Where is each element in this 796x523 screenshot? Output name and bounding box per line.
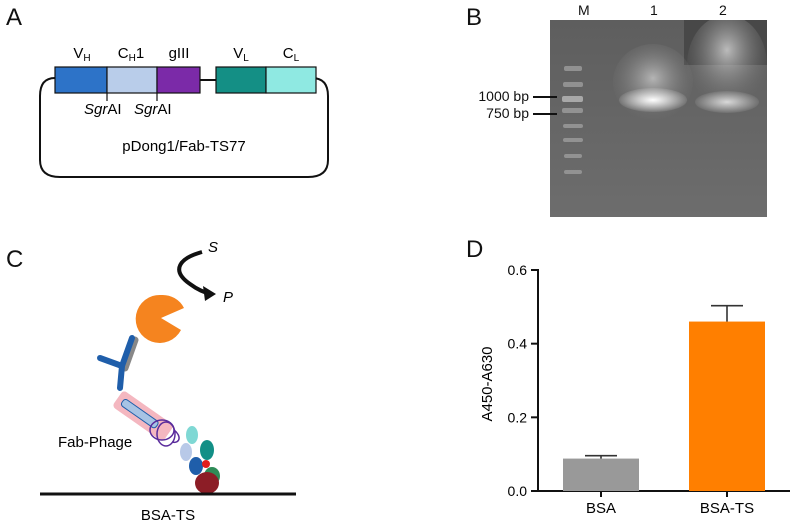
segment-vh-label: VH xyxy=(73,45,90,64)
enzyme-shape xyxy=(135,294,184,343)
bsa-ts-surface-label: BSA-TS xyxy=(141,507,195,523)
elisa-bar-chart: A450-A630 0.0 0.2 0.4 0.6 BSA BSA-TS xyxy=(479,262,790,517)
panel-c-letter: C xyxy=(6,246,24,273)
segment-cl-label: CL xyxy=(283,45,300,64)
bar-bsa-ts xyxy=(689,321,765,491)
assay-schematic: S P Fab-Phage BSA-TS xyxy=(40,239,296,523)
y-tick-label: 0.6 xyxy=(508,262,528,278)
substrate-label: S xyxy=(208,239,218,256)
y-tick-label: 0.4 xyxy=(508,336,528,352)
marker-750bp-label: 750 bp xyxy=(486,105,529,121)
segment-giii xyxy=(156,66,201,94)
marker-ticks xyxy=(533,96,557,115)
y-tick-label: 0.2 xyxy=(508,409,528,425)
plasmid-name: pDong1/Fab-TS77 xyxy=(122,138,245,155)
x-tick-label: BSA-TS xyxy=(700,500,754,517)
segment-ch1-label: CH1 xyxy=(118,45,144,64)
lane-label-1: 1 xyxy=(650,2,658,18)
y-axis-label: A450-A630 xyxy=(479,346,496,421)
gel-image xyxy=(550,20,767,217)
segment-vl xyxy=(215,66,267,94)
bar-bsa xyxy=(563,458,639,491)
lane-label-m: M xyxy=(578,2,590,18)
segment-vh xyxy=(54,66,108,94)
marker-1000bp-label: 1000 bp xyxy=(478,88,529,104)
segment-cl xyxy=(265,66,317,94)
panel-a-letter: A xyxy=(6,4,23,31)
segment-vl-label: VL xyxy=(233,45,249,64)
y-tick-label: 0.0 xyxy=(508,483,528,499)
panel-b-letter: B xyxy=(466,4,483,31)
sgrai-site-2-label: SgrAI xyxy=(134,101,172,118)
lane-label-2: 2 xyxy=(719,2,727,18)
plasmid-map: VH CH1 gIII VL CL SgrAI SgrAI pDong1/Fab… xyxy=(39,45,329,178)
sgrai-site-1-label: SgrAI xyxy=(84,101,122,118)
product-label: P xyxy=(223,289,233,306)
segment-giii-label: gIII xyxy=(169,45,190,62)
x-tick-label: BSA xyxy=(586,500,616,517)
segment-ch1 xyxy=(106,66,158,94)
panel-d-letter: D xyxy=(466,236,484,263)
fab-phage-label: Fab-Phage xyxy=(58,434,132,451)
